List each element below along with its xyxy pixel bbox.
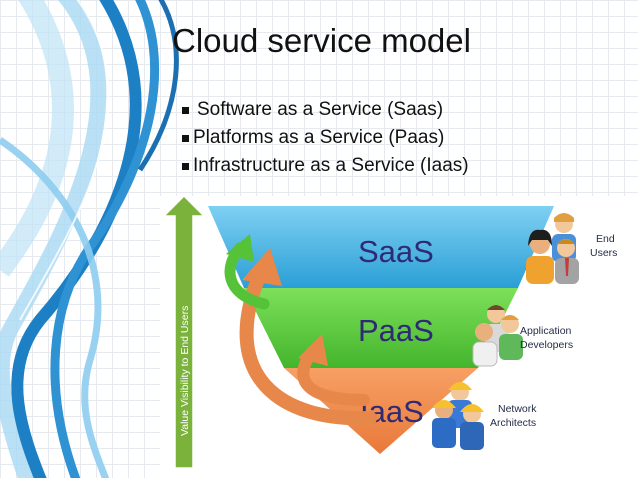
green-curved-arrow (224, 234, 270, 310)
role-label: Network (498, 403, 537, 415)
role-label: Developers (520, 339, 573, 351)
bullet-square-icon (182, 162, 189, 170)
iaas-layer (284, 368, 478, 454)
role-label: Architects (490, 417, 536, 429)
end-users-icon (526, 213, 579, 284)
bullet-square-icon (182, 106, 189, 114)
bullet-item: Infrastructure as a Service (Iaas) (182, 152, 469, 180)
bullet-text: Platforms as a Service (Paas) (193, 127, 445, 148)
paas-label: PaaS (358, 313, 434, 348)
bullet-text: Infrastructure as a Service (Iaas) (193, 155, 469, 176)
saas-label: SaaS (358, 234, 434, 269)
orange-curved-arrows (239, 248, 377, 426)
value-axis-arrow: Value Visibility to End Users (162, 196, 206, 469)
axis-label: Value Visibility to End Users (179, 306, 191, 436)
decorative-swoosh (0, 0, 179, 478)
bullet-item: Software as a Service (Saas) (182, 96, 469, 124)
bullet-text: Software as a Service (Saas) (197, 99, 444, 120)
network-architects-icon (432, 382, 484, 450)
role-label: Users (590, 247, 617, 259)
slide-title: Cloud service model (172, 22, 471, 59)
saas-layer (208, 206, 554, 288)
cloud-model-figure: Value Visibility to End Users SaaS PaaS … (162, 196, 617, 469)
bullet-list: Software as a Service (Saas) Platforms a… (182, 96, 469, 180)
bullet-item: Platforms as a Service (Paas) (182, 124, 469, 152)
role-label: End (596, 233, 615, 245)
bullet-square-icon (182, 134, 189, 142)
cloud-model-diagram: Value Visibility to End Users SaaS PaaS … (160, 196, 638, 478)
application-developers-icon (472, 305, 523, 367)
role-label: Application (520, 325, 572, 337)
